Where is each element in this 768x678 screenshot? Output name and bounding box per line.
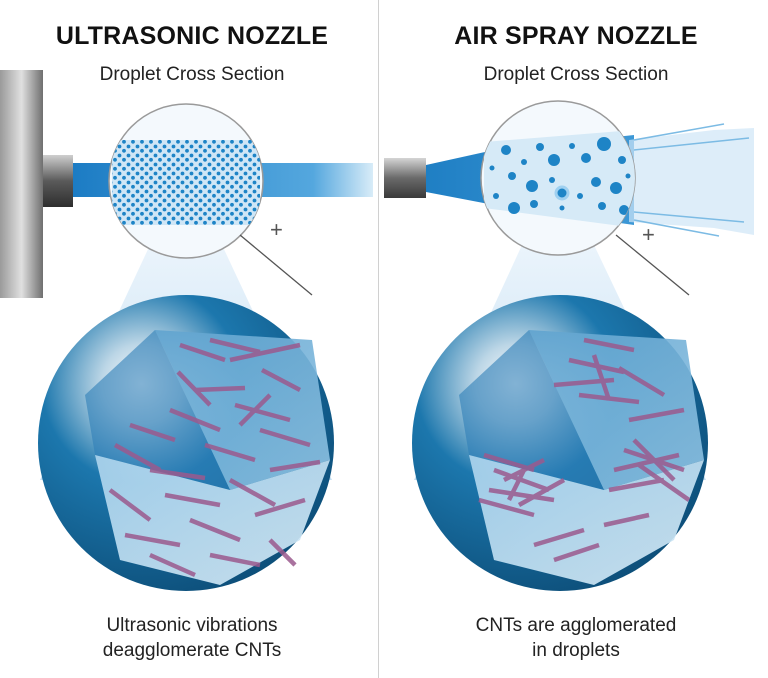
dispersed-cnts bbox=[108, 337, 321, 578]
ultrasonic-caption: Ultrasonic vibrations deagglomerate CNTs bbox=[0, 613, 384, 663]
spray-streaks bbox=[633, 123, 750, 237]
zoom-plus-icon: + bbox=[270, 217, 283, 242]
ultrasonic-caption-line1: Ultrasonic vibrations bbox=[106, 615, 278, 636]
air-spray-caption-line2: in droplets bbox=[532, 640, 620, 661]
magnifier-handle bbox=[239, 234, 313, 296]
cutaway-face-left bbox=[459, 330, 604, 490]
air-spray-caption-line1: CNTs are agglomerated bbox=[475, 615, 677, 636]
zoom-plus-icon: + bbox=[642, 222, 655, 247]
irregular-droplets bbox=[484, 130, 635, 228]
air-spray-caption: CNTs are agglomerated in droplets bbox=[384, 613, 768, 663]
uniform-droplets bbox=[112, 140, 260, 225]
ultrasonic-illustration: + bbox=[0, 70, 373, 591]
air-spray-illustration: + bbox=[384, 100, 754, 591]
magnifier-handle bbox=[615, 234, 690, 296]
air-spray-title: AIR SPRAY NOZZLE bbox=[454, 22, 698, 50]
nozzle-tip bbox=[43, 155, 73, 207]
cutaway-face-top bbox=[155, 330, 330, 490]
air-nozzle-tip bbox=[384, 158, 426, 198]
air-spray-panel: + bbox=[384, 0, 768, 678]
cutaway-face-bottom bbox=[469, 455, 704, 585]
ultrasonic-horn bbox=[0, 70, 43, 298]
ultrasonic-panel: + bbox=[0, 22, 384, 663]
cutaway-face-top bbox=[529, 330, 704, 490]
ultrasonic-caption-line2: deagglomerate CNTs bbox=[102, 640, 282, 661]
ultrasonic-subtitle: Droplet Cross Section bbox=[99, 64, 285, 85]
air-spray-subtitle: Droplet Cross Section bbox=[483, 64, 669, 85]
spray-fan bbox=[629, 128, 754, 235]
panel-divider bbox=[378, 0, 379, 678]
agglomerated-cnts bbox=[478, 337, 691, 563]
cutaway-face-bottom bbox=[95, 455, 330, 585]
ultrasonic-title: ULTRASONIC NOZZLE bbox=[55, 22, 329, 50]
